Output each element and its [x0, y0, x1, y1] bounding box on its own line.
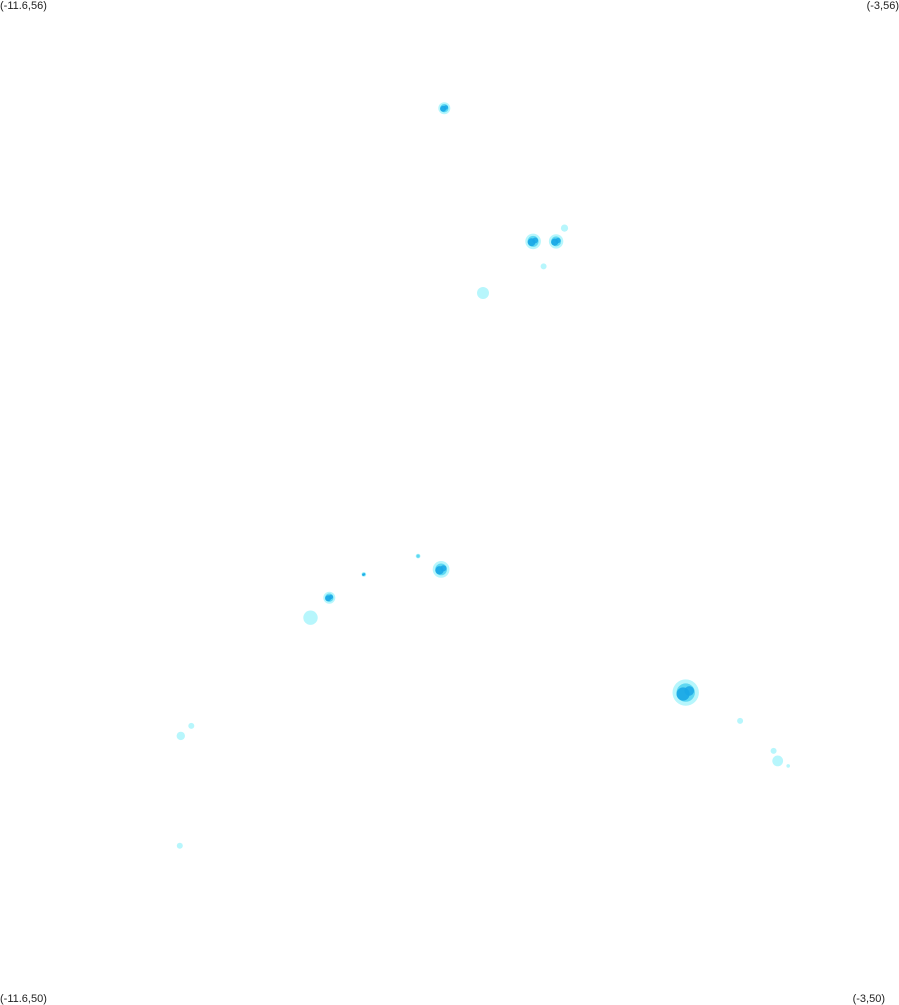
corner-label-bottom-right: (-3,50) — [852, 993, 885, 1005]
cluster-core — [363, 573, 366, 575]
cluster-mid — [416, 554, 420, 558]
cluster-halo — [786, 764, 790, 768]
density-clusters — [176, 102, 790, 849]
cluster-halo — [737, 717, 744, 724]
cluster-halo — [176, 731, 185, 741]
cluster-core — [555, 237, 561, 244]
cluster-core — [443, 105, 449, 110]
cluster-core — [532, 237, 539, 244]
cluster-halo — [772, 755, 784, 767]
cluster-core — [440, 565, 447, 572]
cluster-halo — [770, 747, 777, 754]
cluster-core — [684, 686, 695, 696]
cluster-halo — [188, 722, 195, 729]
cluster-halo — [477, 287, 489, 299]
cluster-halo — [303, 610, 318, 625]
cluster-core — [328, 594, 334, 600]
corner-label-top-right: (-3,56) — [866, 0, 899, 12]
cluster-halo — [540, 263, 547, 270]
corner-label-bottom-left: (-11.6,50) — [0, 993, 47, 1005]
cluster-halo — [176, 842, 183, 849]
corner-label-top-left: (-11.6,56) — [0, 0, 47, 12]
cluster-halo — [560, 224, 569, 232]
